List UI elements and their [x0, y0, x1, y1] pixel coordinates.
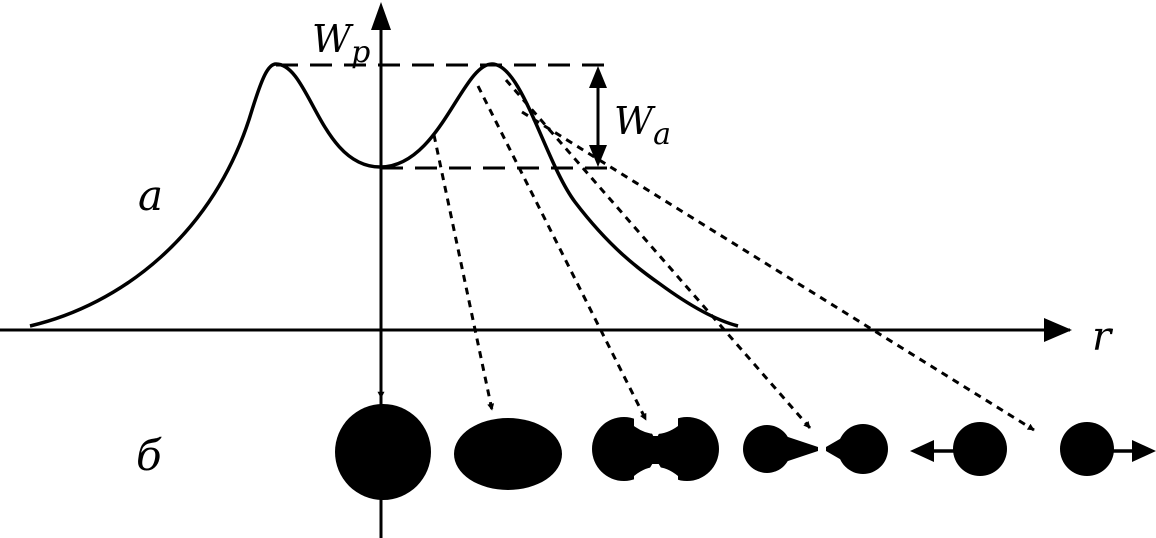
- barrier-arrow-down-icon: [589, 145, 607, 167]
- fission-fragment-left: [953, 422, 1007, 476]
- fission-fragment-right: [1060, 422, 1114, 476]
- spherical-nucleus: [335, 404, 431, 500]
- potential-energy-curve: [29, 62, 739, 328]
- y-axis-label: Wp: [312, 17, 370, 70]
- scission-nucleus: [743, 424, 888, 474]
- w-axis-arrow-icon: [371, 2, 391, 30]
- x-axis-label: r: [1092, 314, 1114, 360]
- panel-a-label: а: [138, 171, 163, 220]
- transition-arrow-peanut: [476, 85, 648, 421]
- panel-b-label: б: [136, 431, 162, 480]
- ellipsoidal-nucleus: [454, 418, 562, 490]
- transition-arrows: [377, 79, 1035, 432]
- r-axis-arrow-icon: [1044, 318, 1072, 342]
- peanut-nucleus: [592, 414, 719, 484]
- barrier-arrow-up-icon: [589, 66, 607, 88]
- fragment-right-arrowhead-icon: [1132, 440, 1156, 462]
- nucleus-shapes: [335, 404, 1114, 500]
- barrier-height-label: Wa: [614, 99, 671, 152]
- transition-arrow-ellipsoid: [432, 134, 495, 411]
- transition-arrow-fragments: [521, 110, 1035, 432]
- fragment-left-arrowhead-icon: [910, 440, 934, 462]
